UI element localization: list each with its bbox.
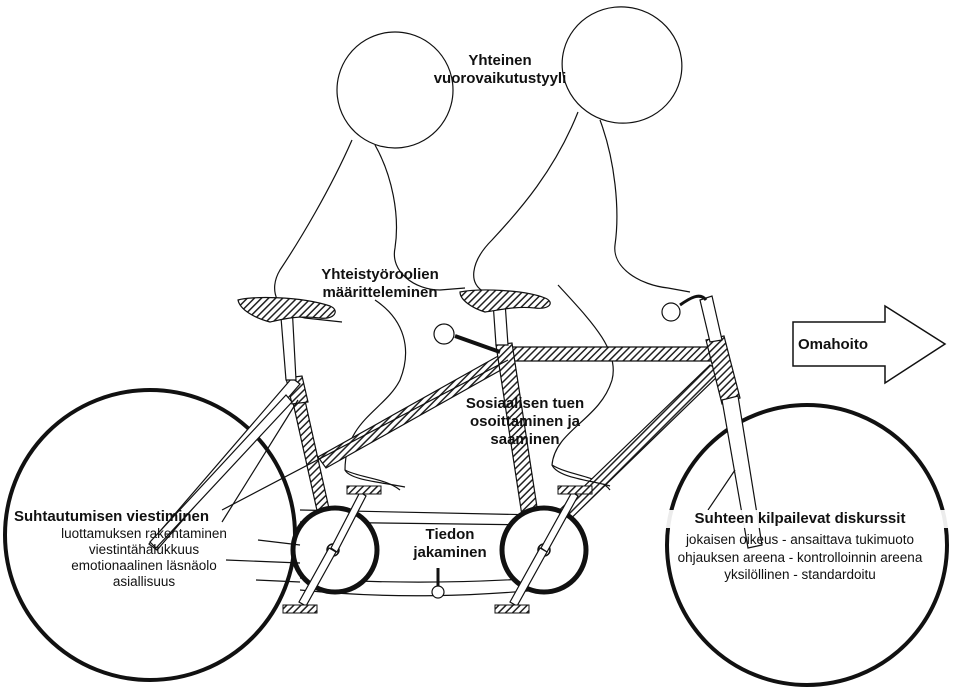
top-tube xyxy=(504,346,716,362)
rider-back-head xyxy=(336,31,454,149)
label-kilpailevat-item-1: jokaisen oikeus - ansaittava tukimuoto xyxy=(685,532,915,547)
label-omahoito: Omahoito xyxy=(798,336,878,354)
rider-front-head xyxy=(561,6,683,124)
rider-front-body xyxy=(473,111,579,297)
label-suhtautumisen: Suhtautumisen viestiminen luottamuksen r… xyxy=(14,508,284,590)
label-suhtautumisen-item-4: asiallisuus xyxy=(112,574,176,589)
rear-seat-stay-2 xyxy=(149,394,293,549)
rear-grip xyxy=(433,323,455,345)
rear-crank-up xyxy=(330,491,367,553)
rider-front-leg xyxy=(551,284,614,491)
arrow-shape xyxy=(792,304,947,385)
rider-feet xyxy=(344,464,611,488)
label-kilpailevat: Suhteen kilpailevat diskurssit jokaisen … xyxy=(640,510,960,583)
label-suhtautumisen-item-2: viestintähalukkuus xyxy=(88,542,200,557)
label-yhteistyoroolien-line1: Yhteistyöroolien xyxy=(321,266,439,283)
front-pedal-bottom xyxy=(494,604,530,614)
label-sosiaalisen-line1: Sosiaalisen tuen xyxy=(465,395,585,412)
label-tiedon-line1: Tiedon xyxy=(425,526,475,543)
rear-handlebar xyxy=(454,334,501,354)
connector-lines xyxy=(221,359,736,583)
cranks xyxy=(298,491,579,607)
rear-saddle xyxy=(237,296,336,323)
label-suhtautumisen-item-1: luottamuksen rakentaminen xyxy=(61,526,227,541)
label-vuorovaikutustyyli-line2: vuorovaikutustyyli xyxy=(433,70,567,87)
label-sosiaalisen-line2: osoittaminen ja xyxy=(469,413,581,430)
label-yhteistyoroolien: Yhteistyöroolien määritteleminen xyxy=(290,266,470,302)
line-item-2 xyxy=(225,559,301,564)
line-kilpailevat xyxy=(707,469,736,511)
label-vuorovaikutustyyli: Yhteinen vuorovaikutustyyli xyxy=(395,52,605,88)
label-kilpailevat-title: Suhteen kilpailevat diskurssit xyxy=(640,510,960,528)
front-saddle xyxy=(459,289,551,313)
label-kilpailevat-item-2: ohjauksen areena - kontrolloinnin areena xyxy=(677,550,923,565)
line-item-1 xyxy=(257,539,301,546)
label-suhtautumisen-title: Suhtautumisen viestiminen xyxy=(14,508,210,525)
rider-front-arm xyxy=(599,119,691,293)
front-wheel xyxy=(665,403,949,687)
line-item-3 xyxy=(255,579,301,583)
stem xyxy=(699,295,723,343)
chain-tensioner xyxy=(431,585,445,599)
rear-pedal-top xyxy=(346,485,382,495)
handlebars xyxy=(433,294,708,354)
line-suhtautumisen-2 xyxy=(221,399,299,523)
front-pedal-top xyxy=(557,485,593,495)
label-suhtautumisen-item-3: emotionaalinen läsnäolo xyxy=(71,558,217,573)
front-foot xyxy=(551,464,611,487)
line-suhtautumisen-1 xyxy=(221,359,509,511)
label-omahoito-text: Omahoito xyxy=(798,336,868,353)
label-sosiaalisen-line3: saaminen xyxy=(490,431,560,448)
label-tiedon-line2: jakaminen xyxy=(413,544,487,561)
rear-foot xyxy=(344,469,406,488)
rider-front xyxy=(473,6,691,491)
label-sosiaalisen-tuen: Sosiaalisen tuen osoittaminen ja saamine… xyxy=(440,395,610,449)
front-grip xyxy=(661,302,681,322)
label-vuorovaikutustyyli-line1: Yhteinen xyxy=(468,52,532,69)
label-kilpailevat-item-3: yksilöllinen - standardoitu xyxy=(724,567,876,582)
pedals xyxy=(282,485,593,614)
rear-pedal-bottom xyxy=(282,604,318,614)
saddles xyxy=(237,289,551,323)
omahoito-arrow xyxy=(792,304,947,385)
label-tiedon-jakaminen: Tiedon jakaminen xyxy=(395,526,505,562)
rider-back-arm xyxy=(374,144,466,291)
stays xyxy=(148,295,763,551)
rider-back-leg xyxy=(344,299,407,491)
front-handlebar xyxy=(679,294,708,307)
label-yhteistyoroolien-line2: määritteleminen xyxy=(322,284,438,301)
